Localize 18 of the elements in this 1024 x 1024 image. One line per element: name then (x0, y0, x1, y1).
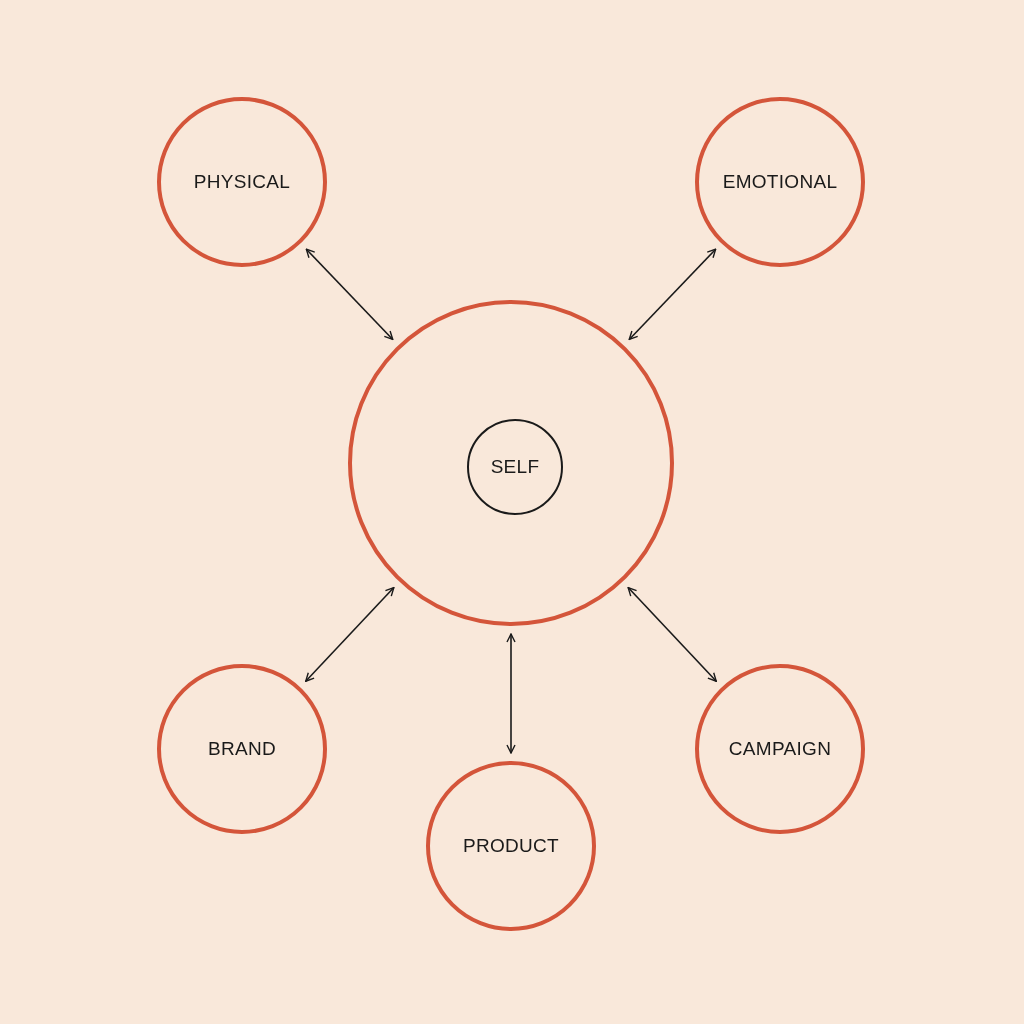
node-label: EMOTIONAL (722, 171, 838, 193)
node-label: BRAND (208, 738, 276, 760)
node-label: PRODUCT (462, 835, 559, 857)
node-label: SELF (490, 456, 540, 478)
double-arrow (506, 633, 516, 754)
concept-circle (157, 664, 327, 834)
double-arrow (304, 586, 395, 683)
node-label: CAMPAIGN (728, 738, 832, 760)
concept-circle (426, 761, 596, 931)
node-label: PHYSICAL (193, 171, 291, 193)
concept-circle (695, 664, 865, 834)
double-arrow (628, 248, 717, 341)
double-arrow (627, 586, 718, 683)
outer-circle (348, 300, 674, 626)
concept-circle (695, 97, 865, 267)
core-circle (467, 419, 563, 515)
double-arrow (305, 248, 394, 341)
concept-circle (157, 97, 327, 267)
